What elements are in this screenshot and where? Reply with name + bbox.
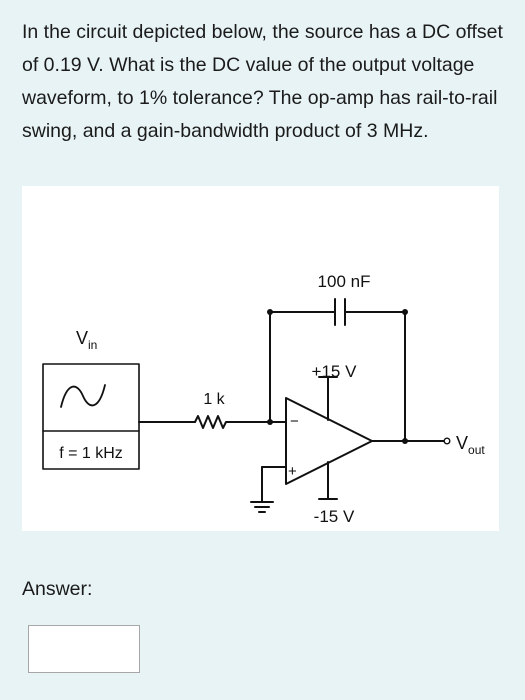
resistor-icon [194,415,247,429]
opamp-noninverting-sign: + [288,463,297,480]
circuit-diagram: 100 nF Vin f = 1 kHz 1 k +15 V -15 V − +… [22,186,499,531]
opamp-inverting-sign: − [290,413,299,430]
sine-wave-icon [60,384,106,408]
question-text: In the circuit depicted below, the sourc… [22,21,503,142]
capacitor-icon [334,298,346,326]
positive-supply-label: +15 V [312,362,358,381]
ground-icon [250,501,274,513]
resistor-label: 1 k [203,391,225,408]
source-frequency-label: f = 1 kHz [59,445,123,462]
negative-supply-label: -15 V [314,507,355,526]
ac-source-icon [42,363,140,470]
output-terminal-icon [443,437,451,445]
answer-label: Answer: [22,578,93,600]
vout-label: Vout [456,433,485,457]
capacitor-label: 100 nF [318,272,371,291]
vin-label: Vin [76,328,97,352]
answer-input[interactable] [28,625,140,673]
